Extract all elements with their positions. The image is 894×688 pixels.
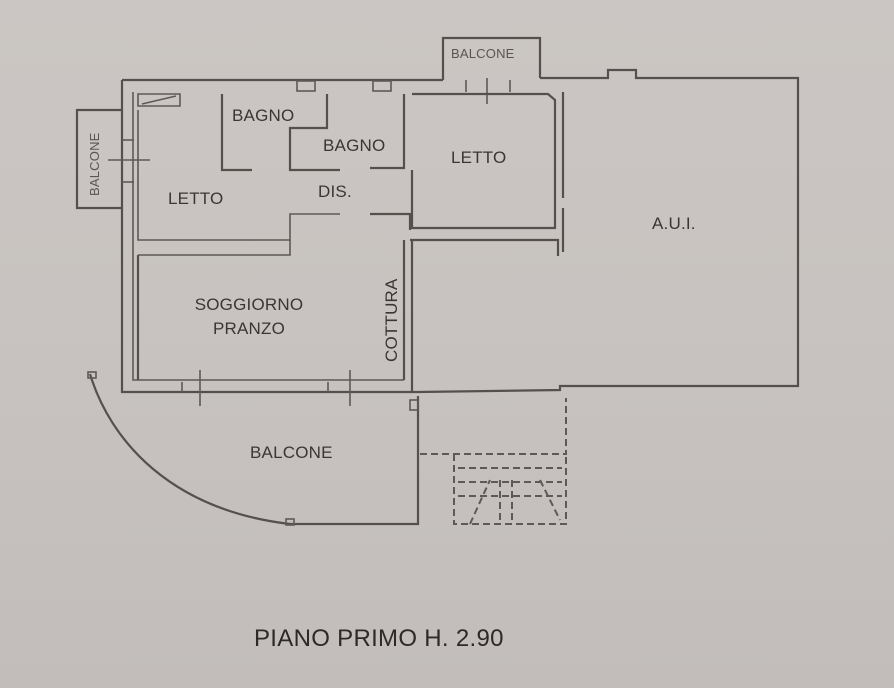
interior-walls [136, 92, 565, 406]
plan-title: PIANO PRIMO H. 2.90 [254, 625, 504, 652]
room-label-aui: A.U.I. [652, 214, 696, 233]
bottom-balcony [87, 371, 420, 526]
room-label-balcone-top: BALCONE [451, 46, 515, 61]
room-label-letto-right: LETTO [451, 148, 507, 167]
outer-walls [75, 36, 800, 394]
room-label-pranzo: PRANZO [212, 319, 286, 338]
room-label-balcone-left: BALCONE [87, 132, 102, 196]
room-label-balcone-bottom: BALCONE [250, 443, 333, 462]
room-label-cottura: COTTURA [382, 278, 401, 362]
room-label-soggiorno: SOGGIORNO [194, 295, 304, 314]
room-label-dis: DIS. [318, 182, 352, 201]
room-label-letto-left: LETTO [168, 189, 224, 208]
room-label-bagno-2: BAGNO [323, 136, 386, 155]
room-label-bagno-1: BAGNO [232, 106, 295, 125]
dashed-stair-area [420, 398, 567, 525]
